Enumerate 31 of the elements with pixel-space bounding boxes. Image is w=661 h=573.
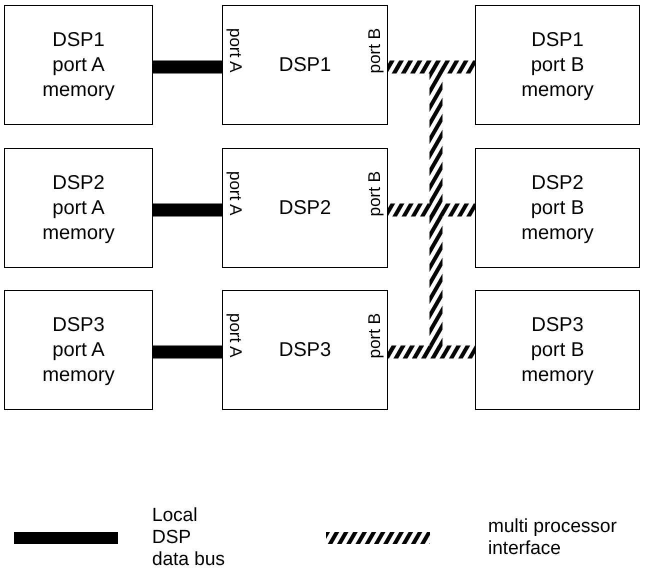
memory-box (4, 5, 153, 125)
port-label: port B (366, 171, 383, 216)
dsp-label: DSP2 (278, 196, 332, 220)
memory-label: DSP3 port B memory (520, 312, 595, 388)
dsp-label: DSP3 (278, 338, 332, 362)
memory-label: DSP1 port A memory (41, 28, 116, 102)
port-label: port A (227, 313, 244, 358)
memory-box (475, 5, 640, 125)
hatched-bus-line (388, 204, 475, 216)
dsp-box (222, 148, 388, 268)
port-label: port A (227, 28, 244, 72)
memory-box (4, 148, 153, 268)
memory-label: DSP2 port B memory (520, 170, 595, 246)
memory-box (475, 290, 640, 410)
memory-label: DSP2 port A memory (41, 170, 116, 246)
port-label: port B (366, 28, 383, 74)
memory-box (4, 290, 153, 410)
port-label: port B (366, 313, 383, 358)
hatched-bus-line (388, 60, 442, 358)
port-label: port A (227, 171, 244, 216)
bus-line (153, 204, 222, 216)
legend-label: Local DSP data bus (152, 505, 226, 571)
memory-box (475, 148, 640, 268)
bus-line (153, 60, 222, 74)
dsp-box (222, 290, 388, 410)
legend-label: multi processor interface (488, 516, 618, 560)
memory-label: DSP3 port A memory (41, 312, 116, 388)
dsp-box (222, 5, 388, 125)
bus-line (153, 346, 222, 358)
dsp-label: DSP1 (278, 52, 332, 78)
memory-label: DSP1 port B memory (520, 28, 595, 102)
